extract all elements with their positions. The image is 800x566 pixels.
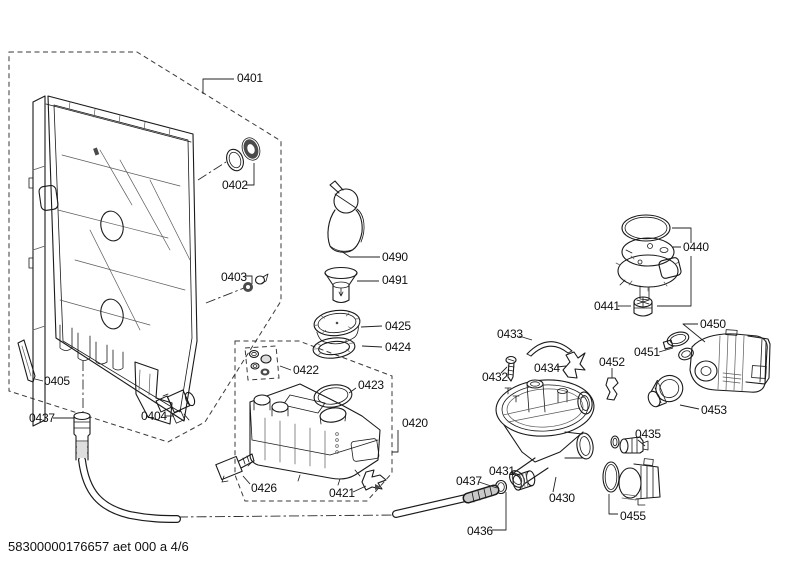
tank-panel-drawing xyxy=(28,95,198,427)
part-label-0453: 0453 xyxy=(701,403,727,417)
part-label-0424: 0424 xyxy=(385,340,411,354)
assembly-axis-lines xyxy=(82,161,397,518)
part-label-0441: 0441 xyxy=(594,299,620,313)
part-label-0452: 0452 xyxy=(599,355,625,369)
boot-0453-drawing xyxy=(647,374,684,408)
seal-kit-0422-drawing xyxy=(248,349,272,376)
part-label-0431: 0431 xyxy=(489,464,515,478)
document-code: 58300000176657 aet 000 a 4/6 xyxy=(8,539,189,554)
fittings-0403-drawing xyxy=(243,273,269,292)
softener-assembly-drawing xyxy=(247,383,381,486)
part-label-0437-sump: 0437 xyxy=(456,474,482,488)
part-label-0404: 0404 xyxy=(141,409,167,423)
hose-0436-drawing xyxy=(392,484,500,518)
bracket-0452-drawing xyxy=(605,377,619,401)
part-label-0432: 0432 xyxy=(482,370,508,384)
strip-0405-drawing xyxy=(17,339,36,383)
part-label-0405: 0405 xyxy=(44,374,70,388)
part-label-0433: 0433 xyxy=(497,327,523,341)
part-label-0426: 0426 xyxy=(251,481,277,495)
part-label-0423: 0423 xyxy=(358,378,384,392)
part-label-0430: 0430 xyxy=(549,491,575,505)
tank-group-dashed-outline xyxy=(8,51,282,443)
softener-group-dashed-outline xyxy=(234,340,393,502)
part-label-0451: 0451 xyxy=(634,345,660,359)
sleeve-0431-drawing xyxy=(512,470,536,491)
part-label-0402: 0402 xyxy=(222,178,248,192)
pump-head-0440-drawing xyxy=(615,214,682,301)
seal-ring-0402-drawing xyxy=(226,137,261,172)
part-label-0422: 0422 xyxy=(293,363,319,377)
ring-0424-drawing xyxy=(312,337,356,359)
part-label-0435: 0435 xyxy=(635,427,661,441)
part-label-0436: 0436 xyxy=(467,524,493,538)
fitting-0426-drawing xyxy=(215,453,255,483)
funnel-0491-drawing xyxy=(324,266,358,304)
clip-0421-drawing xyxy=(361,469,387,491)
clip-0434-drawing xyxy=(562,351,586,379)
part-label-0434: 0434 xyxy=(534,361,560,375)
jug-0490-drawing xyxy=(327,180,365,253)
hose-0437-left-drawing xyxy=(73,411,181,523)
screw-0432-drawing xyxy=(505,355,517,382)
part-label-0403: 0403 xyxy=(221,270,247,284)
part-label-0421: 0421 xyxy=(329,486,355,500)
sump-0430-drawing xyxy=(495,379,595,488)
part-label-0440: 0440 xyxy=(683,240,709,254)
insert-0441-drawing xyxy=(633,296,653,317)
curved-insert-0433-drawing xyxy=(526,341,573,357)
valve-0404-drawing xyxy=(155,389,196,424)
part-label-0437-left: 0437 xyxy=(29,411,55,425)
part-label-0425: 0425 xyxy=(385,319,411,333)
part-labels: 0401 0402 0403 0405 0437 0404 0490 0491 … xyxy=(29,71,728,538)
drain-pump-0455-drawing xyxy=(602,458,661,506)
part-label-0491: 0491 xyxy=(382,273,408,287)
part-label-0401: 0401 xyxy=(237,71,263,85)
leader-lines xyxy=(34,78,706,531)
seal-kit-dashed-outline xyxy=(244,345,280,381)
part-label-0490: 0490 xyxy=(382,250,408,264)
cap-0425-drawing xyxy=(313,309,361,345)
circulation-pump-0450-drawing xyxy=(678,329,771,393)
clamp-0451-drawing xyxy=(662,331,690,350)
valve-0435-drawing xyxy=(610,435,649,454)
part-label-0420: 0420 xyxy=(402,416,428,430)
part-label-0450: 0450 xyxy=(700,317,726,331)
part-label-0455: 0455 xyxy=(620,509,646,523)
